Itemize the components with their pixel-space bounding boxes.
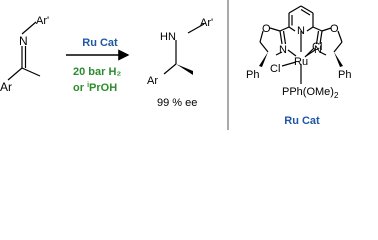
product-amine — [163, 23, 205, 75]
right-oxazoline-n-label: N — [314, 44, 322, 56]
left-oxazoline-n-label: N — [279, 44, 287, 56]
phosphite-ligand-label: PPh(OMe)2 — [282, 86, 339, 100]
product-nh-label: HN — [160, 31, 176, 43]
pyridine-n-label: N — [297, 25, 305, 37]
reaction-scheme: N Ar' Ar Ru Cat 20 bar H₂ or iPrOH HN Ar… — [0, 0, 351, 130]
substrate-ar-prime-label: Ar' — [36, 15, 49, 27]
condition-hydrogen: 20 bar H₂ — [73, 66, 121, 78]
enantiomeric-excess: 99 % ee — [157, 97, 197, 109]
right-ph-wedge — [334, 52, 343, 67]
chloride-left-label: Cl — [270, 63, 280, 75]
left-phenyl-label: Ph — [246, 69, 259, 81]
condition-isopropanol: or iPrOH — [73, 82, 117, 94]
product-wedge-bond — [176, 64, 193, 75]
substrate-n-label: N — [19, 34, 28, 48]
substrate-ar-label: Ar — [0, 80, 12, 94]
right-phenyl-label: Ph — [338, 69, 351, 81]
left-ph-wedge — [259, 52, 268, 67]
arrow-catalyst-label: Ru Cat — [82, 37, 118, 49]
chloride-top-label: Cl — [312, 41, 322, 53]
right-oxazoline-o-label: O — [330, 23, 339, 35]
ruthenium-label: Ru — [294, 56, 308, 68]
catalyst-structure — [259, 5, 343, 84]
product-ar-label: Ar — [147, 75, 158, 87]
product-ar-prime-label: Ar' — [200, 17, 213, 29]
substrate-imine — [7, 21, 41, 81]
catalyst-title: Ru Cat — [284, 115, 320, 127]
left-oxazoline-o-label: O — [262, 23, 271, 35]
